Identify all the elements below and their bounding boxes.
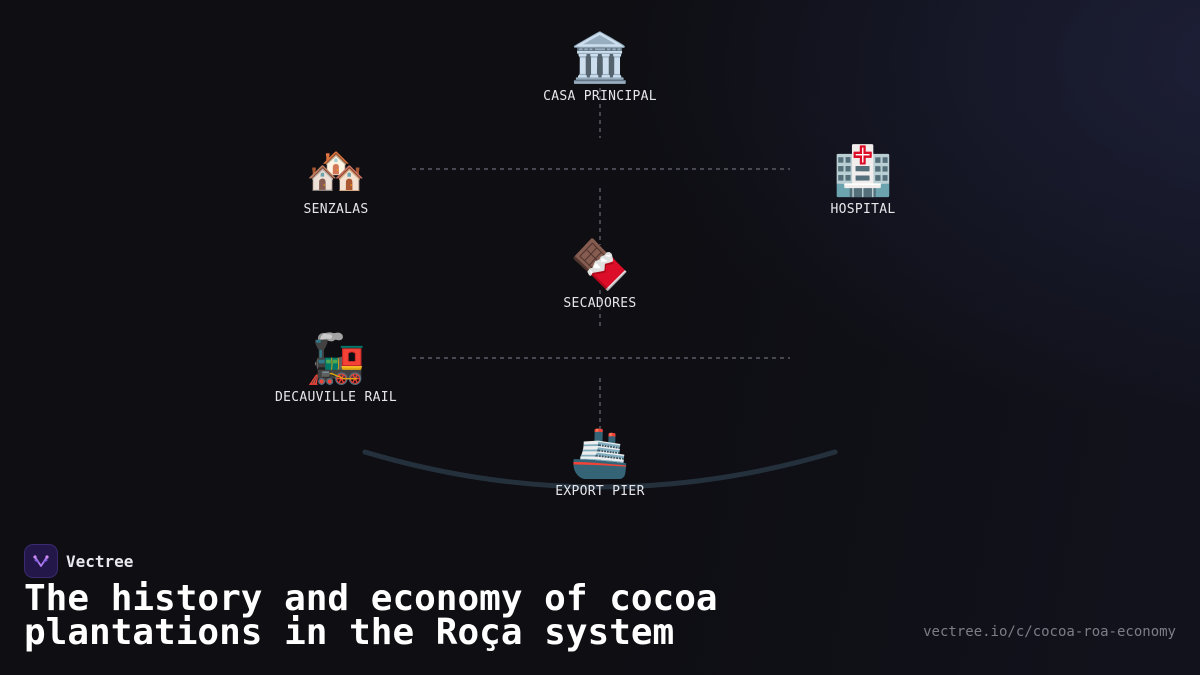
node-secadores: 🍫 SECADORES — [510, 237, 690, 311]
node-senzalas: 🏘️ SENZALAS — [246, 143, 426, 217]
chocolate-icon: 🍫 — [570, 237, 630, 293]
shoreline-arc — [362, 449, 838, 490]
node-label: SECADORES — [563, 296, 637, 311]
brand-name: Vectree — [66, 551, 134, 571]
diagram-connectors — [362, 80, 838, 490]
node-label: SENZALAS — [303, 202, 369, 217]
houses-icon: 🏘️ — [306, 143, 366, 199]
ship-icon: 🚢 — [570, 425, 630, 481]
node-label: CASA PRINCIPAL — [543, 89, 657, 104]
vectree-logo-icon — [24, 544, 58, 578]
node-casa-principal: 🏛️ CASA PRINCIPAL — [510, 30, 690, 104]
roca-layout-diagram: 🏛️ CASA PRINCIPAL 🏘️ SENZALAS 🏥 HOSPITAL… — [246, 30, 953, 499]
locomotive-icon: 🚂 — [306, 331, 366, 387]
source-url: vectree.io/c/cocoa-roa-economy — [923, 624, 1176, 640]
node-label: HOSPITAL — [830, 202, 896, 217]
node-label: EXPORT PIER — [555, 484, 645, 499]
node-hospital: 🏥 HOSPITAL — [773, 143, 953, 217]
node-decauville-rail: 🚂 DECAUVILLE RAIL — [246, 331, 426, 405]
brand: Vectree — [24, 544, 133, 578]
node-label: DECAUVILLE RAIL — [275, 390, 397, 405]
building-icon: 🏛️ — [570, 30, 630, 86]
hospital-icon: 🏥 — [833, 143, 893, 199]
node-export-pier: 🚢 EXPORT PIER — [510, 425, 690, 499]
page-title: The history and economy of cocoa plantat… — [24, 578, 718, 653]
logo-mark-icon — [33, 555, 49, 567]
